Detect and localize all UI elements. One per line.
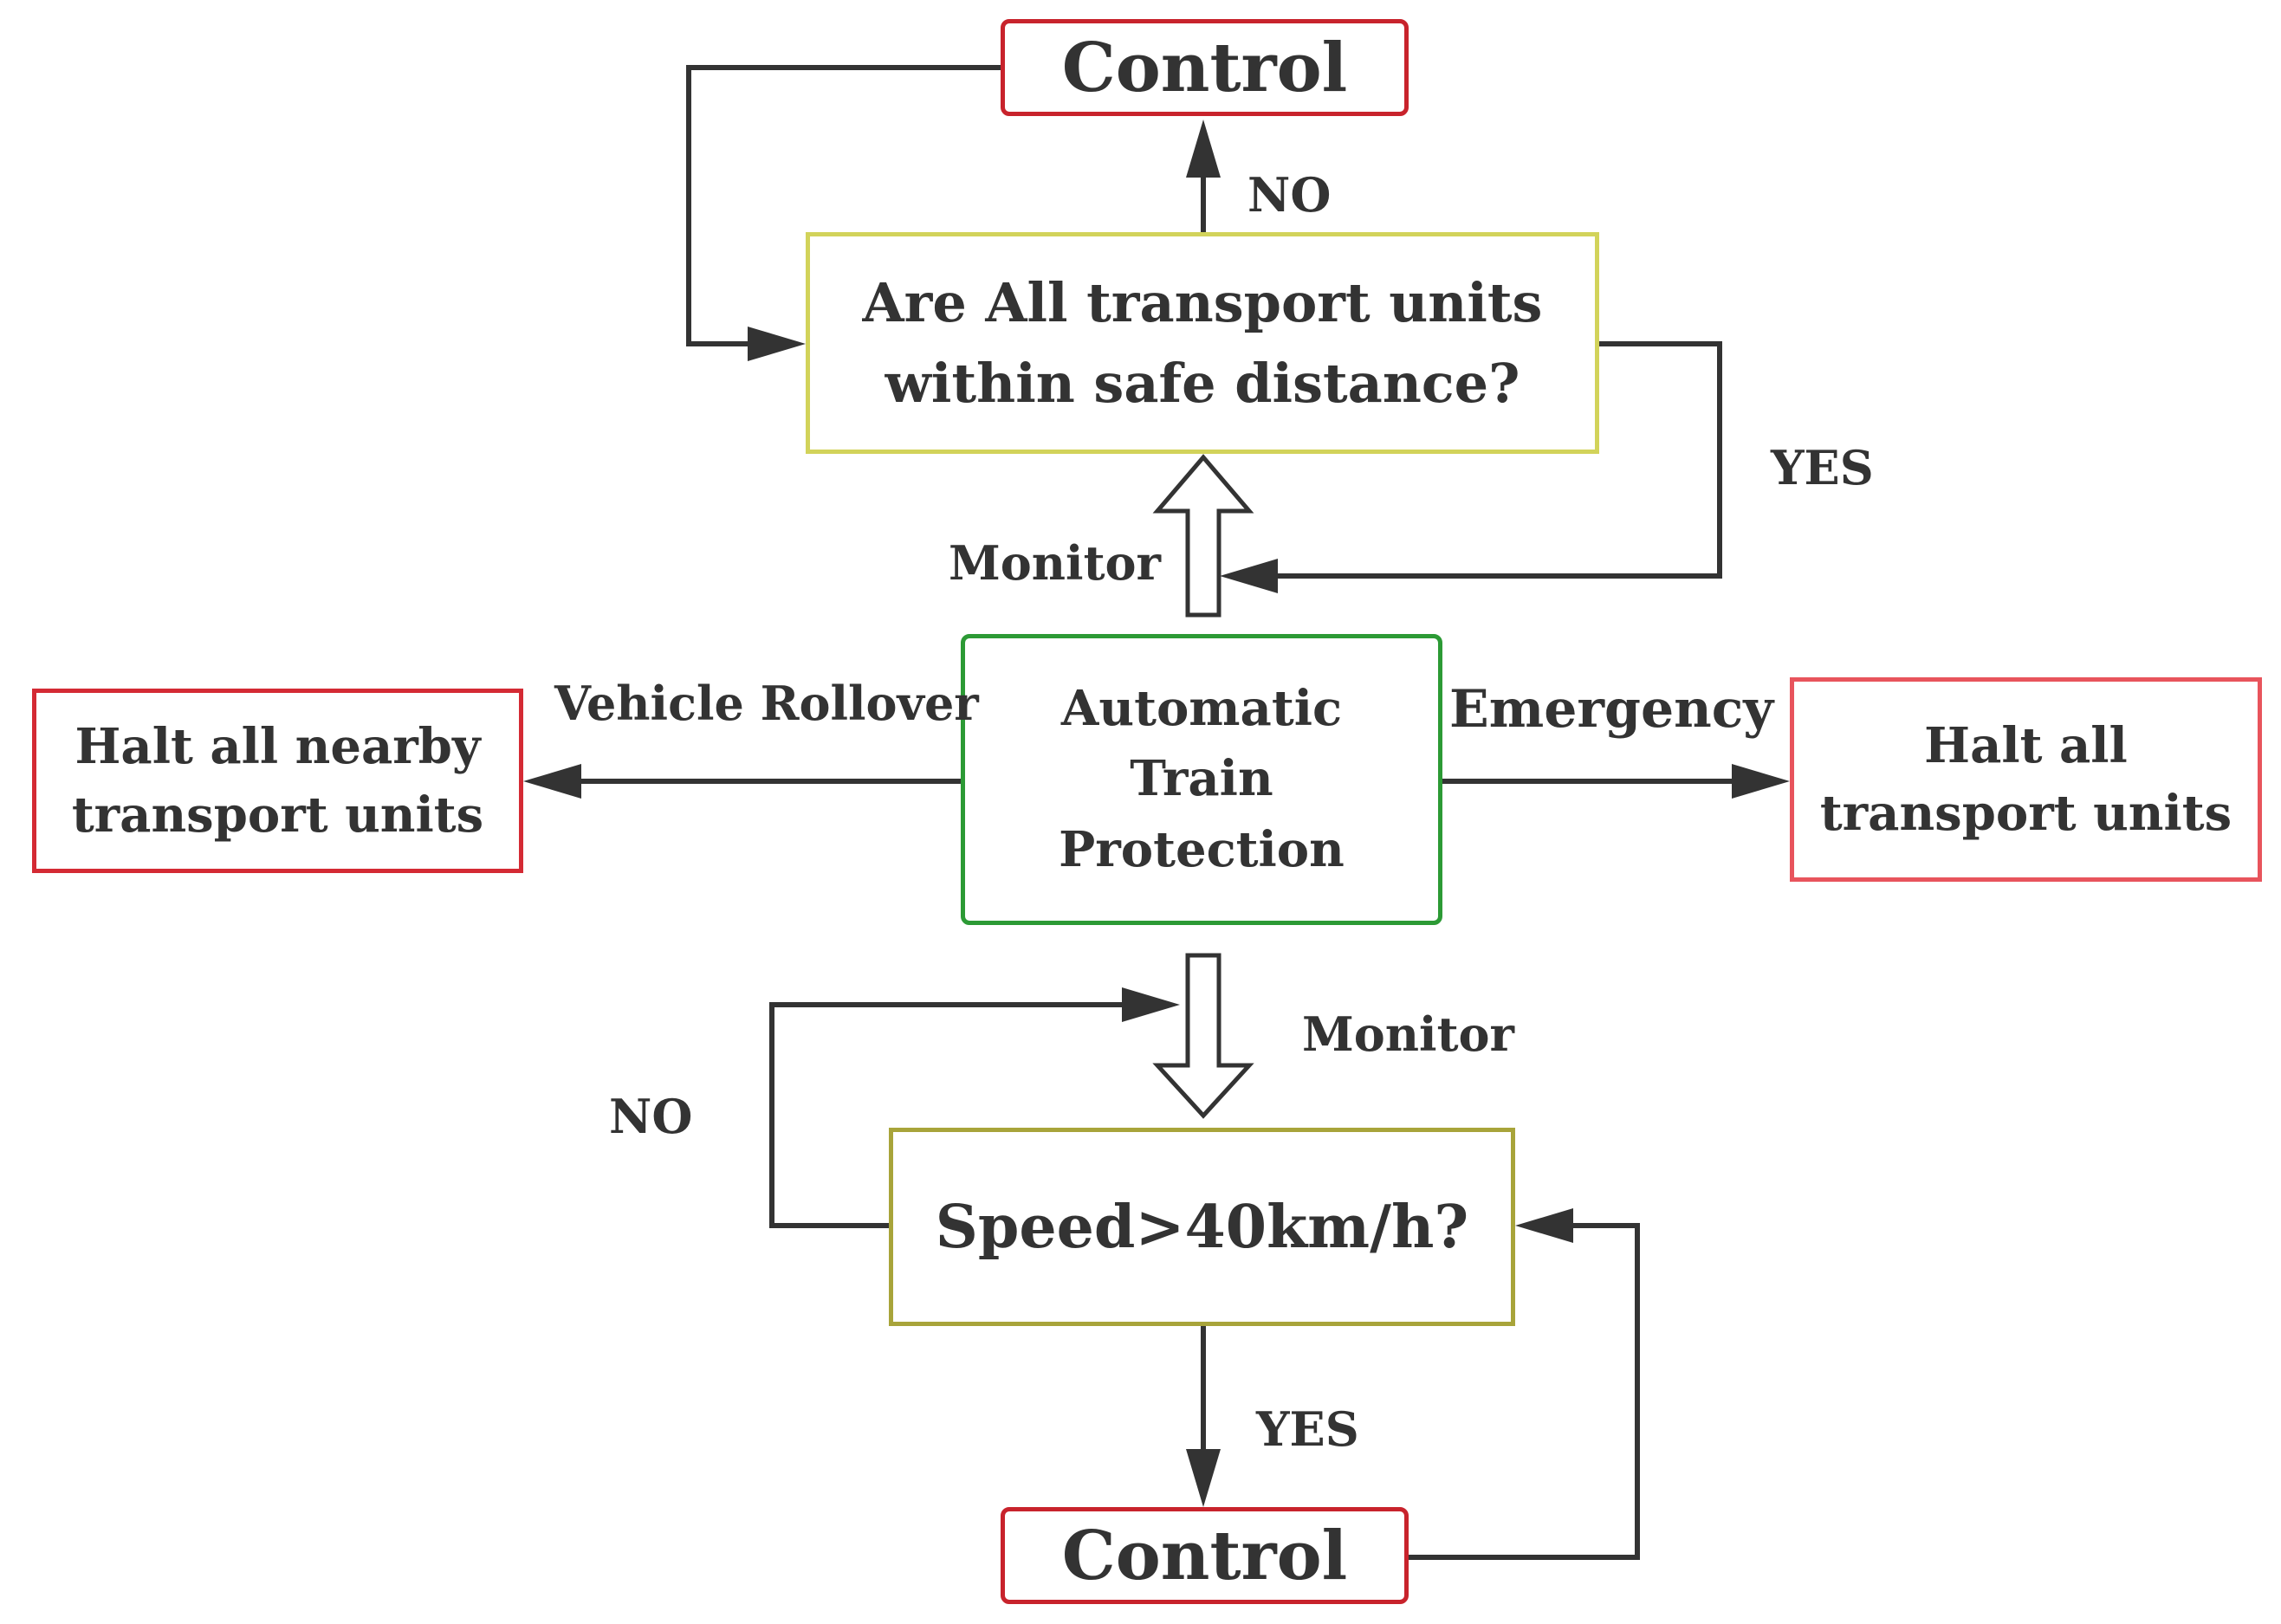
arrow-control-bottom-loop-to-speed (1409, 1223, 1640, 1560)
arrow-speed-no-loop (769, 1002, 1135, 1228)
arrowhead-speed-right (1515, 1208, 1573, 1243)
halt-all-box: Halt all transport units (1790, 677, 2262, 882)
control-top-box: Control (1001, 19, 1409, 116)
question-distance-box: Are All transport units within safe dist… (806, 232, 1599, 454)
question-speed-text: Speed>40km/h? (935, 1192, 1469, 1262)
arrow-control-top-loop-to-question (686, 65, 1001, 346)
question-speed-box: Speed>40km/h? (889, 1128, 1515, 1326)
halt-nearby-box: Halt all nearby transport units (32, 689, 523, 873)
label-emergency: Emergency (1449, 679, 1774, 740)
label-monitor-bottom: Monitor (1302, 1006, 1514, 1062)
arrowhead-halt-all (1732, 764, 1790, 799)
question-distance-text: Are All transport units within safe dist… (862, 271, 1543, 415)
label-no-top: NO (1247, 167, 1332, 223)
arrowhead-no-bottom (1122, 987, 1180, 1022)
label-no-bottom: NO (609, 1089, 693, 1144)
label-yes-bottom: YES (1256, 1401, 1359, 1457)
control-top-text: Control (1061, 28, 1348, 107)
label-vehicle-rollover: Vehicle Rollover (554, 676, 979, 731)
control-bottom-box: Control (1001, 1507, 1409, 1604)
label-yes-top: YES (1771, 440, 1874, 495)
arrowhead-yes-top (1220, 559, 1278, 593)
monitor-arrow-down (1152, 953, 1254, 1119)
halt-nearby-text: Halt all nearby transport units (71, 718, 484, 844)
halt-all-text: Halt all transport units (1819, 716, 2232, 842)
arrow-question-yes-loop (1260, 341, 1722, 579)
arrowhead-halt-nearby (523, 764, 581, 799)
atp-box: Automatic Train Protection (961, 634, 1442, 925)
arrowhead-control-bottom (1186, 1449, 1221, 1507)
arrowhead-question-left (748, 327, 806, 361)
atp-text: Automatic Train Protection (1059, 680, 1345, 878)
arrowhead-control-top (1186, 120, 1221, 178)
monitor-arrow-up (1152, 454, 1254, 618)
control-bottom-text: Control (1061, 1516, 1348, 1595)
label-monitor-top: Monitor (949, 535, 1161, 591)
